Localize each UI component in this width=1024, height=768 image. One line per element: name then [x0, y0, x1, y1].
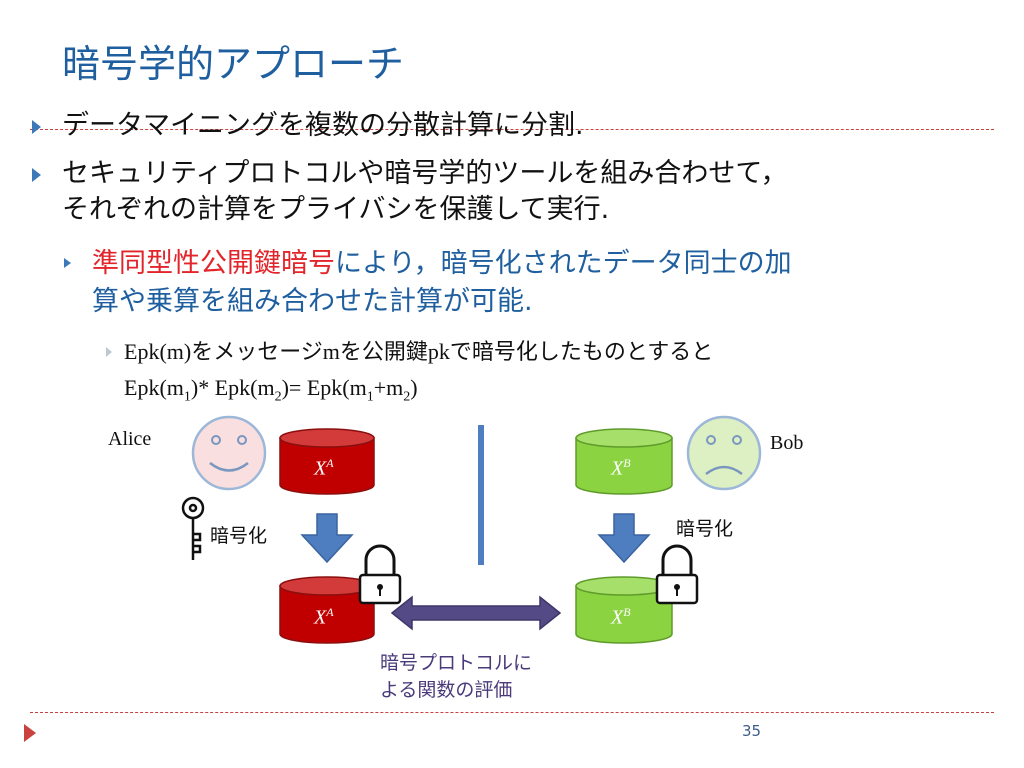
formula-part: ) — [410, 375, 418, 400]
footer-divider — [30, 712, 994, 713]
slide-play-marker-icon — [24, 724, 36, 742]
encrypt-label-left: 暗号化 — [210, 525, 268, 547]
label-sup: A — [326, 456, 334, 470]
bob-encrypted-label: XB — [611, 605, 631, 630]
text-fragment: をメッセージ — [191, 340, 323, 365]
padlock-icon — [358, 544, 402, 605]
bullet-marker — [32, 120, 41, 134]
formula-subscript: 2 — [274, 389, 282, 405]
formula-subscript: 2 — [403, 389, 411, 405]
pk-text: pk — [427, 339, 450, 364]
alice-encrypted-label: XA — [314, 605, 334, 630]
alice-label: Alice — [108, 428, 152, 450]
label-base: X — [611, 606, 624, 629]
homomorphic-formula: Epk(m1)* Epk(m2)= Epk(m1+m2) — [124, 373, 418, 412]
alice-data-cylinder — [279, 428, 375, 495]
formula-part: )= Epk(m — [281, 375, 367, 400]
sub-bullet-line-1-rest: により，暗号化されたデータ同士の加 — [335, 248, 792, 279]
sub-bullet-line-1: 準同型性公開鍵暗号により，暗号化されたデータ同士の加 — [92, 245, 792, 282]
encrypt-arrow-down-icon — [300, 513, 354, 564]
alice-cylinder-label: XA — [314, 456, 334, 481]
formula-part: Epk(m — [124, 375, 184, 400]
sub-bullet-line-2: 算や乗算を組み合わせた計算が可能. — [92, 286, 533, 317]
formula-subscript: 1 — [366, 389, 374, 405]
protocol-caption-line-1: 暗号プロトコルに — [380, 652, 533, 674]
text-fragment: を公開鍵 — [339, 340, 428, 365]
m-text: m — [322, 339, 340, 364]
text-fragment: で暗号化したものとすると — [449, 340, 714, 365]
bob-cylinder-label: XB — [611, 456, 631, 481]
protocol-caption: 暗号プロトコルに よる関数の評価 — [380, 650, 532, 704]
page-number: 35 — [742, 722, 762, 740]
bob-sad-face-icon — [686, 415, 762, 491]
bob-label: Bob — [770, 432, 804, 454]
epk-text: Epk(m) — [124, 339, 192, 364]
bullet-marker — [32, 168, 41, 182]
title-divider — [30, 129, 994, 130]
sub-sub-bullet-marker — [106, 347, 112, 357]
protocol-double-arrow-icon — [390, 595, 562, 631]
encrypt-arrow-down-icon — [597, 513, 651, 564]
alice-encrypted-cylinder — [279, 576, 375, 644]
label-base: X — [611, 457, 624, 480]
label-sup: B — [623, 605, 631, 619]
slide-title: 暗号学的アプローチ — [62, 42, 405, 86]
protocol-caption-line-2: よる関数の評価 — [380, 679, 513, 701]
bullet-2-line-1: セキュリティプロトコルや暗号学的ツールを組み合わせて， — [62, 158, 788, 189]
bullet-2-line-2: それぞれの計算をプライバシを保護して実行. — [62, 194, 610, 225]
padlock-icon — [655, 544, 699, 605]
label-sup: B — [623, 456, 631, 470]
alice-happy-face-icon — [191, 415, 267, 491]
homomorphic-encryption-term: 準同型性公開鍵暗号 — [92, 248, 335, 279]
key-icon — [181, 496, 205, 560]
formula-part: +m — [373, 375, 404, 400]
formula-subscript: 1 — [183, 389, 191, 405]
bullet-1: データマイニングを複数の分散計算に分割. — [62, 110, 584, 141]
encrypt-label-right: 暗号化 — [676, 518, 734, 540]
sub-sub-bullet-line-1: Epk(m)をメッセージmを公開鍵pkで暗号化したものとすると — [124, 337, 713, 368]
sub-bullet-marker — [64, 258, 71, 268]
center-divider — [478, 425, 484, 565]
label-sup: A — [326, 605, 334, 619]
label-base: X — [314, 606, 327, 629]
bob-data-cylinder — [575, 428, 673, 495]
label-base: X — [314, 457, 327, 480]
formula-part: )* Epk(m — [190, 375, 275, 400]
